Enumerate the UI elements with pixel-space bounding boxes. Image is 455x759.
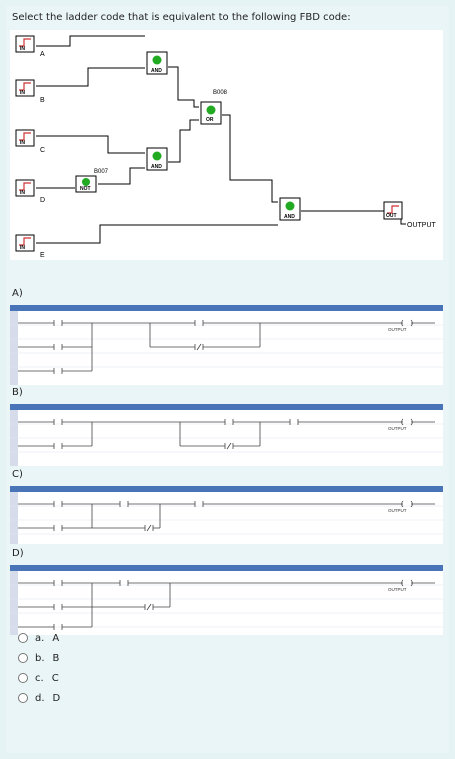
- coil-label-c: OUTPUT: [388, 508, 407, 513]
- and-gate-2: AND: [146, 147, 168, 171]
- input-name-c: C: [40, 147, 45, 154]
- input-block-d: IN D: [15, 179, 45, 204]
- not-block-id: B007: [94, 169, 109, 175]
- answer-option-c[interactable]: c. C: [18, 668, 60, 688]
- output-block: OUT OUTPUT: [383, 201, 437, 229]
- input-name-a: A: [40, 51, 45, 58]
- radio-button-d[interactable]: [18, 693, 28, 703]
- input-name-d: D: [40, 197, 45, 204]
- svg-text:AND: AND: [284, 214, 295, 220]
- input-block-b: IN B: [15, 79, 45, 104]
- answer-options: a. A b. B c. C d. D: [18, 628, 60, 708]
- and-gate-3: AND: [279, 197, 301, 221]
- fbd-diagram: IN A IN B IN C IN D IN E AND B008 OR: [10, 30, 443, 260]
- output-name: OUTPUT: [407, 222, 437, 229]
- option-label-b: B): [12, 387, 23, 398]
- answer-option-a[interactable]: a. A: [18, 628, 60, 648]
- and-gate-1: AND: [146, 51, 168, 75]
- answer-option-d[interactable]: d. D: [18, 688, 60, 708]
- answer-option-b[interactable]: b. B: [18, 648, 60, 668]
- svg-text:OR: OR: [206, 117, 214, 123]
- option-label-d: D): [12, 548, 24, 559]
- input-name-b: B: [40, 97, 45, 104]
- input-block-c: IN C: [15, 129, 45, 154]
- or-gate: B008 OR: [200, 90, 228, 125]
- option-label-a: A): [12, 288, 23, 299]
- svg-text:NOT: NOT: [80, 186, 91, 192]
- coil-label-b: OUTPUT: [388, 426, 407, 431]
- ladder-diagram-d: OUTPUT: [10, 565, 443, 635]
- question-text: Select the ladder code that is equivalen…: [12, 12, 351, 23]
- svg-text:IN: IN: [20, 140, 25, 146]
- answer-letter: c.: [35, 672, 44, 684]
- ladder-diagram-b: OUTPUT: [10, 404, 443, 466]
- svg-text:AND: AND: [151, 68, 162, 74]
- input-block-a: IN A: [15, 35, 45, 58]
- option-label-c: C): [12, 469, 23, 480]
- answer-text: D: [52, 692, 61, 704]
- radio-button-b[interactable]: [18, 653, 28, 663]
- answer-letter: a.: [35, 632, 45, 644]
- answer-text: B: [52, 652, 60, 664]
- answer-letter: b.: [35, 652, 45, 664]
- in-label: IN: [20, 46, 25, 52]
- answer-text: C: [51, 672, 59, 684]
- svg-text:AND: AND: [151, 164, 162, 170]
- radio-button-a[interactable]: [18, 633, 28, 643]
- ladder-diagram-a: OUTPUT: [10, 305, 443, 385]
- coil-label-a: OUTPUT: [388, 327, 407, 332]
- answer-letter: d.: [35, 692, 45, 704]
- fbd-wires: [36, 35, 384, 244]
- answer-text: A: [52, 632, 60, 644]
- not-gate: B007 NOT: [75, 169, 109, 193]
- input-block-e: IN E: [15, 234, 45, 259]
- input-name-e: E: [40, 252, 45, 259]
- coil-label-d: OUTPUT: [388, 587, 407, 592]
- svg-text:IN: IN: [20, 245, 25, 251]
- svg-text:IN: IN: [20, 90, 25, 96]
- radio-button-c[interactable]: [18, 673, 28, 683]
- or-block-id: B008: [213, 90, 228, 96]
- svg-text:OUT: OUT: [386, 213, 397, 219]
- ladder-diagram-c: OUTPUT: [10, 486, 443, 544]
- svg-text:IN: IN: [20, 190, 25, 196]
